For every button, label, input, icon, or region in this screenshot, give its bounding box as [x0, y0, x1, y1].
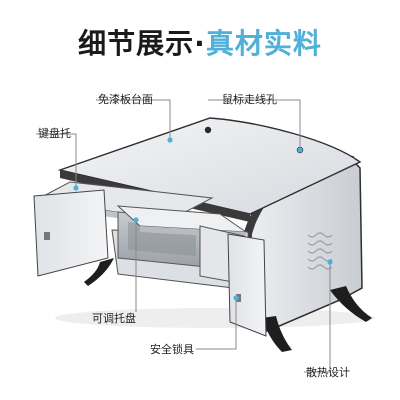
callout-lines — [36, 99, 331, 373]
callout-dot-top-surface — [167, 137, 173, 143]
heat-vents — [307, 232, 333, 270]
callout-dot-adjustable-tray — [133, 217, 139, 223]
callout-line-keyboard-tray — [36, 133, 77, 188]
callout-dot-heat-vents — [327, 259, 333, 265]
headline-separator: · — [194, 27, 206, 60]
mouse-hole-left — [204, 126, 212, 134]
right-door — [227, 233, 267, 337]
callout-dot-keyboard-tray — [73, 185, 79, 191]
right-foot — [330, 286, 372, 322]
callout-dot-safety-lock — [233, 295, 239, 301]
label-safety-lock: 安全锁具 — [150, 343, 194, 356]
left-foot — [84, 258, 114, 286]
left-door-lock — [44, 232, 50, 240]
callout-line-top-surface — [96, 99, 171, 140]
label-top-surface: 免漆板台面 — [98, 93, 153, 106]
callout-line-mouse-hole — [208, 99, 301, 150]
label-keyboard-tray: 键盘托 — [38, 127, 71, 140]
front-right-foot — [262, 316, 292, 352]
callout-line-safety-lock — [196, 298, 237, 350]
callout-line-heat-vents — [304, 262, 331, 373]
label-mouse-hole: 鼠标走线孔 — [222, 93, 277, 106]
headline-black-part: 细节展示 — [78, 27, 195, 60]
desktop-top — [57, 117, 362, 215]
label-adjustable-tray: 可调托盘 — [92, 312, 136, 325]
headline: 细节展示·真材实料 — [0, 22, 400, 62]
left-door — [33, 189, 109, 277]
callout-dot-mouse-hole — [297, 147, 303, 153]
label-heat-vents: 散热设计 — [306, 366, 350, 379]
headline-blue-part: 真材实料 — [205, 27, 322, 60]
callout-dots — [73, 137, 333, 301]
